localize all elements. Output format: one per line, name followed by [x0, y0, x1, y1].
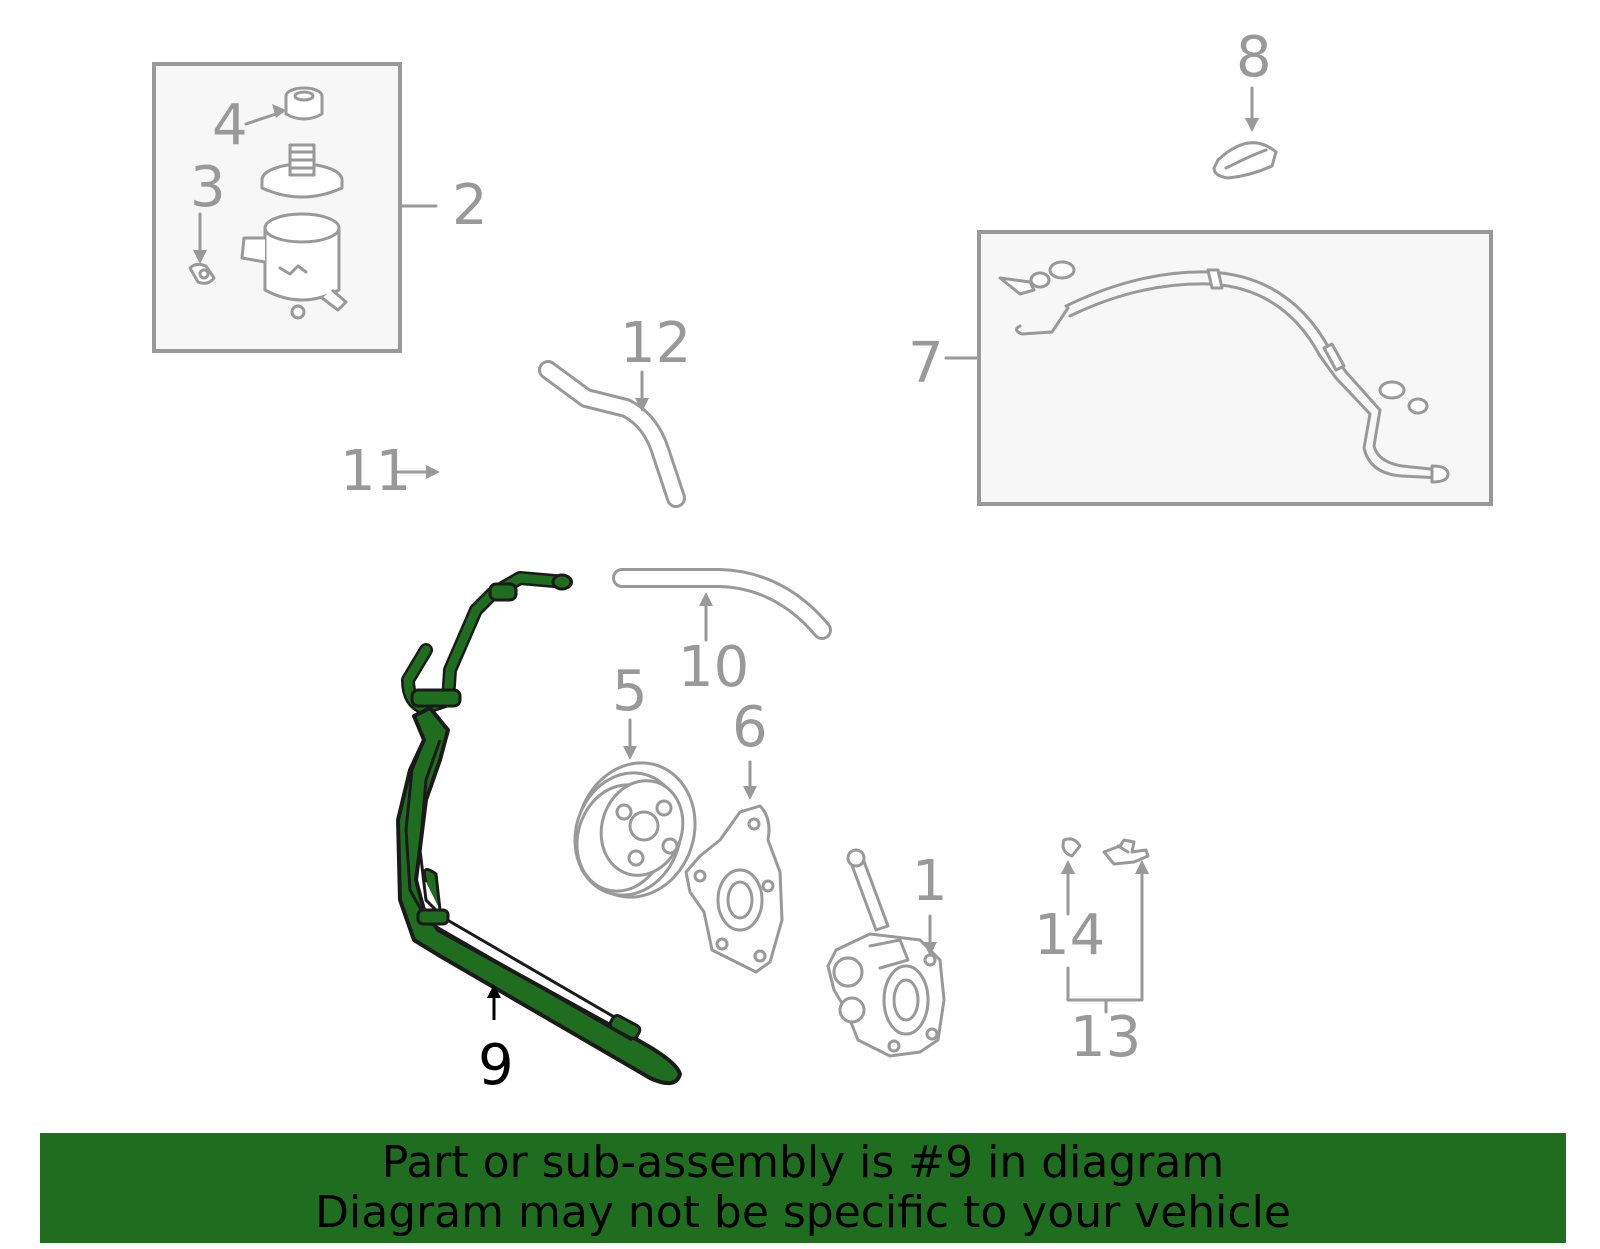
- callout-5: 5: [612, 659, 648, 724]
- info-banner: Part or sub-assembly is #9 in diagram Di…: [40, 1133, 1566, 1243]
- arrowhead-1: [923, 942, 937, 956]
- arrowhead-8: [1245, 118, 1259, 132]
- bracket-part-8: [1212, 86, 1278, 180]
- callout-9: 9: [478, 1033, 514, 1098]
- callout-4: 4: [212, 93, 248, 158]
- reservoir-cap-part: [260, 143, 344, 199]
- hose-part-11: [396, 395, 461, 543]
- callout-7: 7: [908, 331, 944, 396]
- arrowhead-6: [743, 786, 757, 800]
- callout-8: 8: [1236, 25, 1272, 90]
- clip-part: [188, 262, 216, 285]
- banner-line-1: Part or sub-assembly is #9 in diagram: [381, 1137, 1225, 1188]
- hose-part-10: [612, 568, 832, 642]
- arrowhead-5: [623, 746, 637, 760]
- callout-10: 10: [678, 635, 749, 700]
- gasket-part-6: [684, 760, 784, 974]
- callout-12: 12: [620, 311, 691, 376]
- banner-line-2: Diagram may not be specific to your vehi…: [315, 1187, 1291, 1238]
- pulley-part-5: [573, 718, 697, 899]
- callout-13: 13: [1070, 1005, 1141, 1070]
- hose-part-12: [538, 360, 686, 508]
- callout-14: 14: [1034, 903, 1105, 968]
- callout-1: 1: [912, 849, 948, 914]
- reservoir-assembly: [152, 62, 438, 353]
- arrowhead-10: [699, 592, 713, 606]
- callout-2: 2: [452, 173, 488, 238]
- arrowhead-11: [426, 465, 440, 479]
- pressure-hose-assembly: [944, 230, 1493, 506]
- arrowhead-4: [272, 104, 286, 118]
- callout-11: 11: [340, 439, 411, 504]
- callout-6: 6: [732, 695, 768, 760]
- arrowhead-3: [193, 250, 207, 264]
- hose-end-fitting-left: [1015, 306, 1070, 336]
- callout-3: 3: [190, 155, 226, 220]
- reservoir-tank-part: [240, 212, 348, 320]
- fittings-part-13-14: [1061, 837, 1150, 1014]
- cap-seal-part: [284, 86, 324, 121]
- arrowhead-9: [487, 984, 501, 998]
- power-steering-pump-part-1: [826, 848, 946, 1058]
- arrowhead-13: [1135, 860, 1149, 874]
- arrowhead-14: [1061, 860, 1075, 874]
- return-hose-part-9: [396, 571, 682, 1086]
- arrowhead-12: [635, 398, 649, 412]
